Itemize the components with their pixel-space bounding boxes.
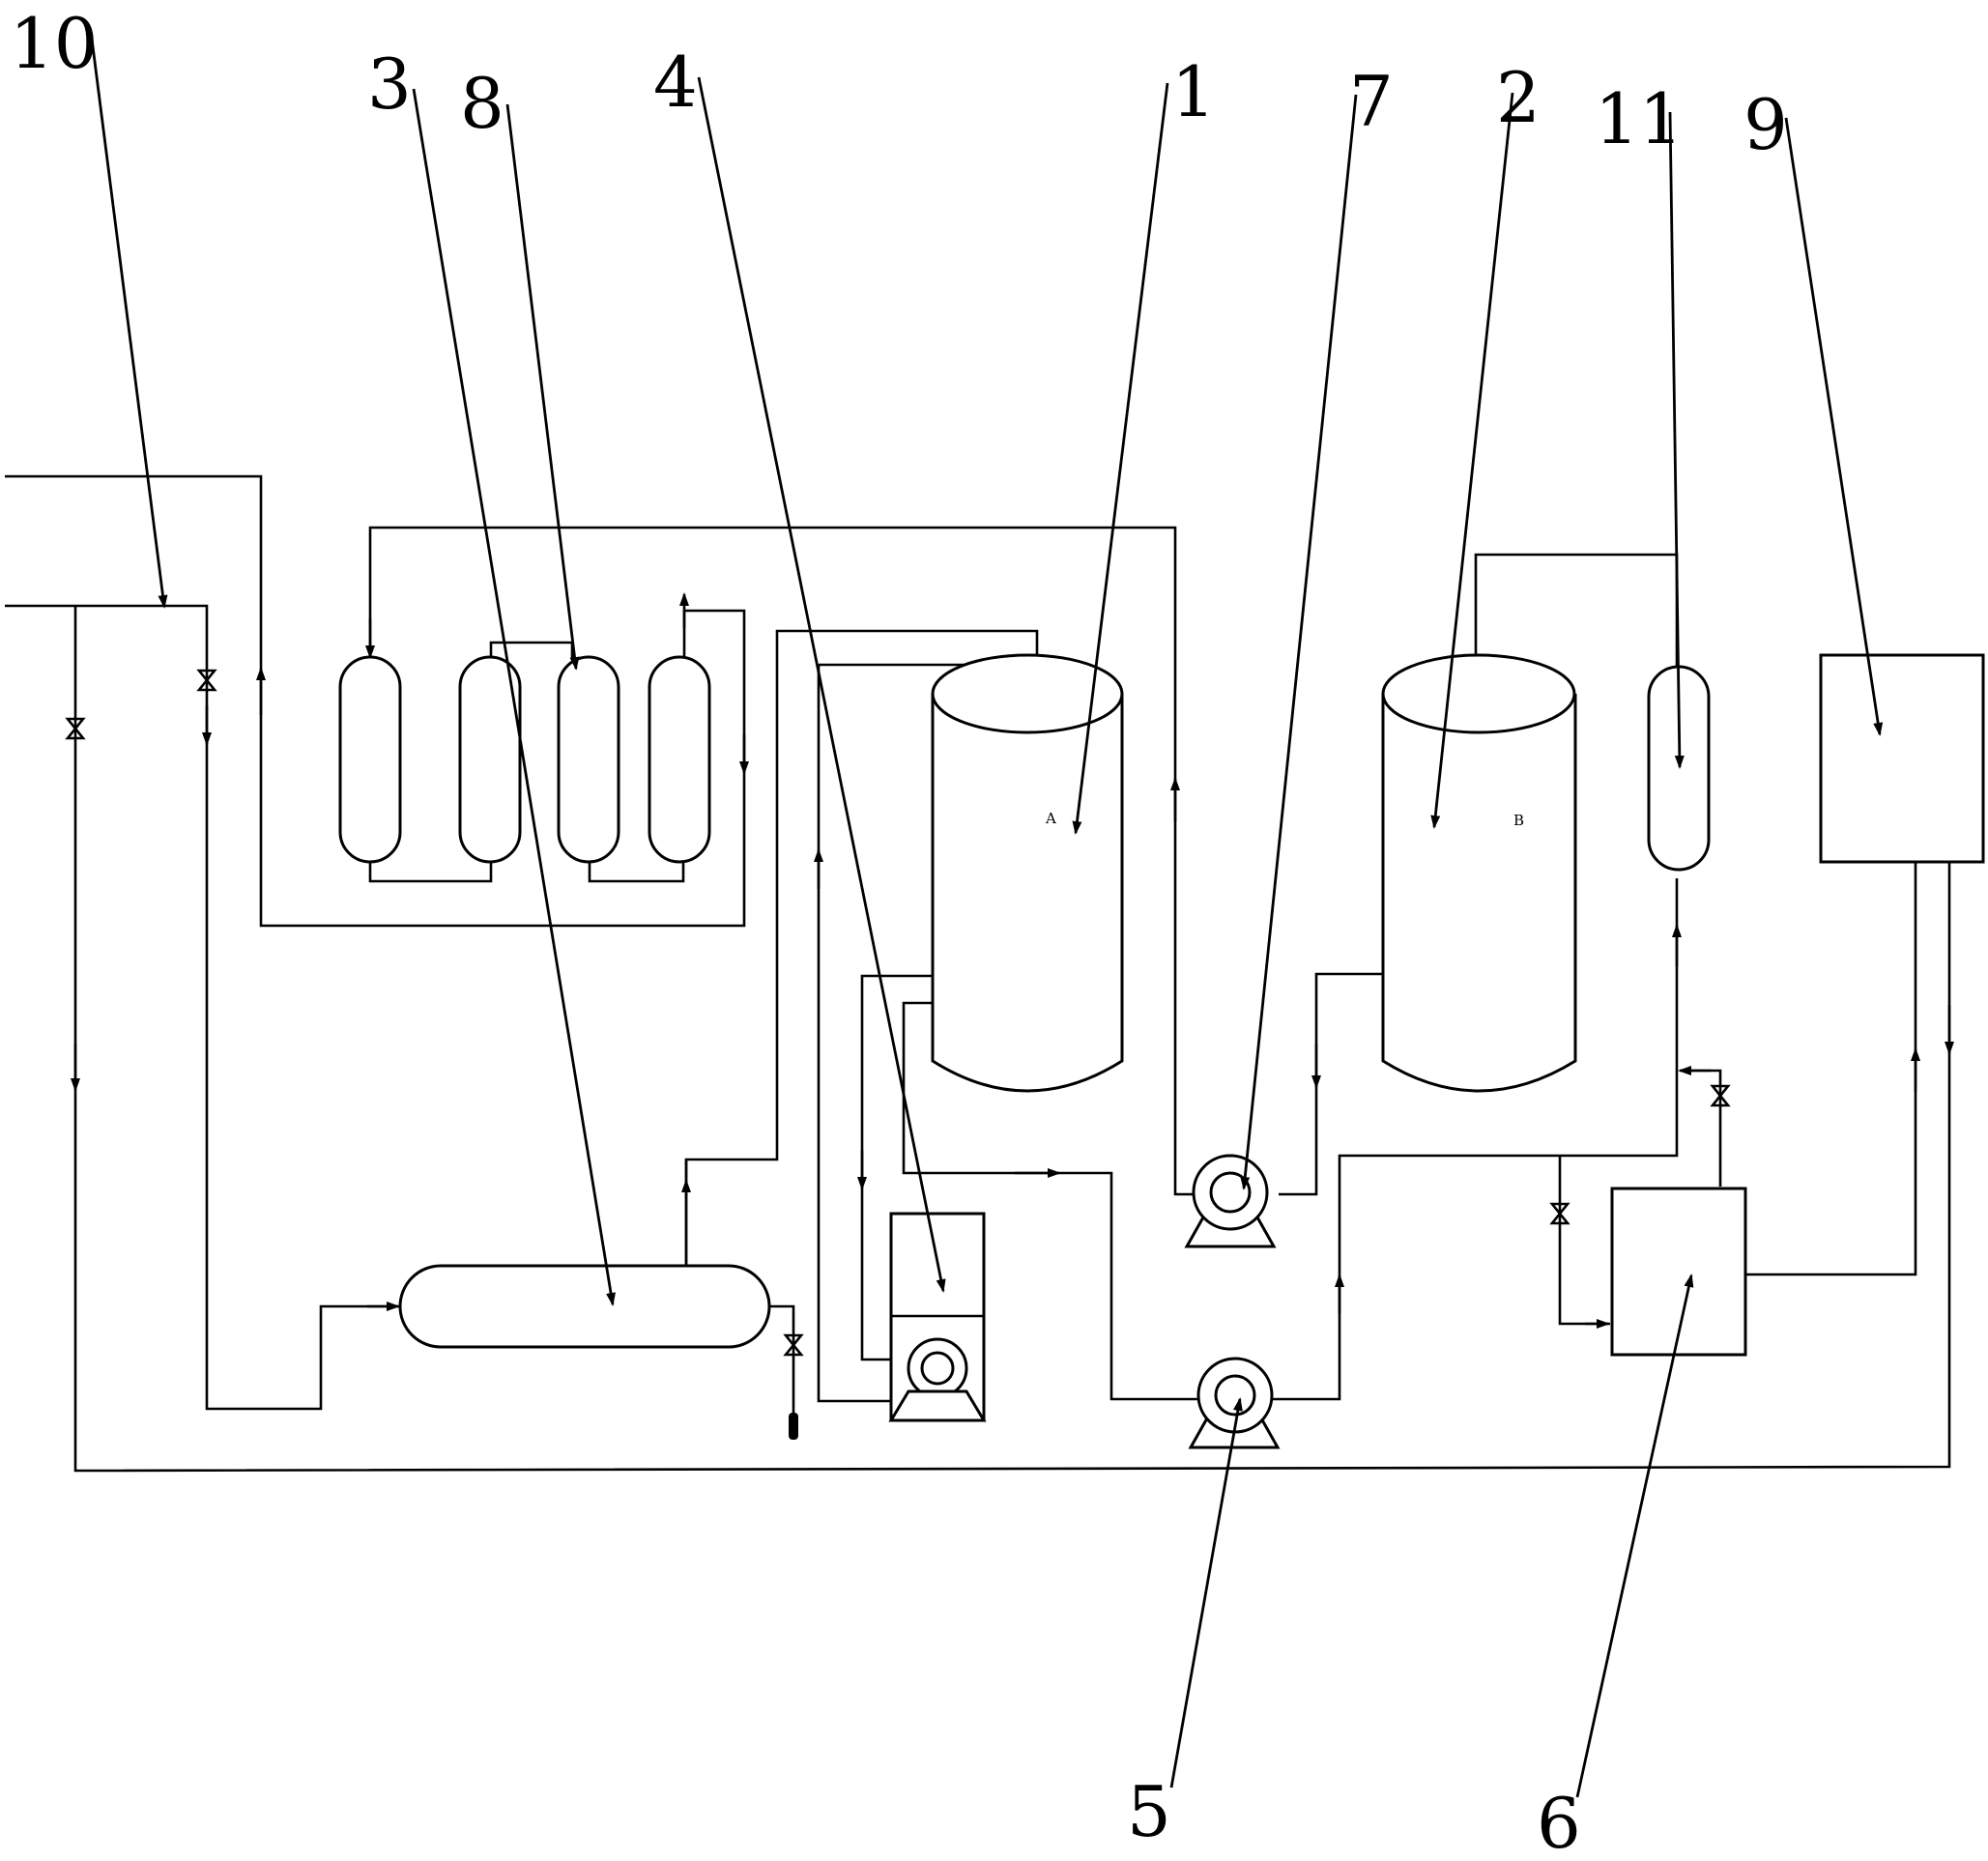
filter-vessel-2 <box>458 655 522 864</box>
leader-line-3 <box>412 88 616 1306</box>
filter-link-bottom-1 <box>368 860 493 883</box>
unit-box-9 <box>1819 653 1985 864</box>
label-2: 2 <box>1496 57 1541 138</box>
tank-a-tag: A <box>1045 810 1056 827</box>
label-4: 4 <box>653 42 698 123</box>
label-11: 11 <box>1595 78 1684 159</box>
filter-vessel-1 <box>338 655 402 864</box>
leader-line-10 <box>90 38 168 609</box>
leader-line-9 <box>1784 117 1884 736</box>
filter-link-bottom-3 <box>588 860 685 883</box>
label-8: 8 <box>460 63 504 144</box>
valves <box>65 669 1731 1440</box>
pump-7 <box>1184 1154 1277 1248</box>
label-9: 9 <box>1743 84 1788 165</box>
leader-line-2 <box>1430 92 1514 829</box>
tank-b: B <box>1381 653 1577 1093</box>
unit6-inlet <box>1558 1156 1610 1326</box>
filter-top-header <box>368 526 1196 1196</box>
leader-lines <box>90 38 1884 1798</box>
label-10: 10 <box>10 3 99 84</box>
pump5-discharge <box>1271 878 1679 1401</box>
label-1: 1 <box>1171 51 1216 132</box>
pump-unit-4 <box>888 1212 987 1422</box>
filter-bank <box>338 655 711 864</box>
reference-numbers: 10 3 8 4 1 7 2 11 9 5 6 <box>10 3 1788 1861</box>
valve-icon <box>1549 1202 1570 1225</box>
inlet-line-lower <box>5 604 400 1411</box>
label-7: 7 <box>1349 61 1394 142</box>
unit-box-6 <box>1610 1187 1747 1357</box>
filter-vessel-3 <box>557 655 620 864</box>
pump4-suction <box>817 665 907 1403</box>
label-6: 6 <box>1537 1783 1581 1861</box>
leader-line-1 <box>1072 82 1169 835</box>
leader-line-11 <box>1668 111 1685 769</box>
valve-icon <box>65 717 86 740</box>
tank-b-tag: B <box>1513 812 1524 829</box>
drain-line <box>768 1304 795 1417</box>
filter-link-top-2 <box>489 641 574 660</box>
tank-a: A <box>931 653 1124 1093</box>
tank-a-outlet <box>902 1001 1198 1401</box>
leader-line-6 <box>1575 1274 1694 1798</box>
valve-icon <box>783 1333 804 1357</box>
leader-line-8 <box>505 103 580 671</box>
horizontal-vessel <box>398 1264 771 1349</box>
unit6-to-box9 <box>1745 860 1917 1276</box>
pump4-side <box>860 974 933 1361</box>
valve-icon <box>1710 1084 1731 1107</box>
label-3: 3 <box>367 43 412 125</box>
unit6-outlet <box>1691 1069 1722 1187</box>
leader-line-5 <box>1169 1397 1243 1789</box>
drain-plug-icon <box>789 1413 798 1440</box>
valve-icon <box>196 669 217 692</box>
label-5: 5 <box>1127 1771 1171 1852</box>
filter-vessel-4 <box>648 655 711 864</box>
leader-line-7 <box>1240 94 1358 1190</box>
leader-line-4 <box>697 76 946 1293</box>
